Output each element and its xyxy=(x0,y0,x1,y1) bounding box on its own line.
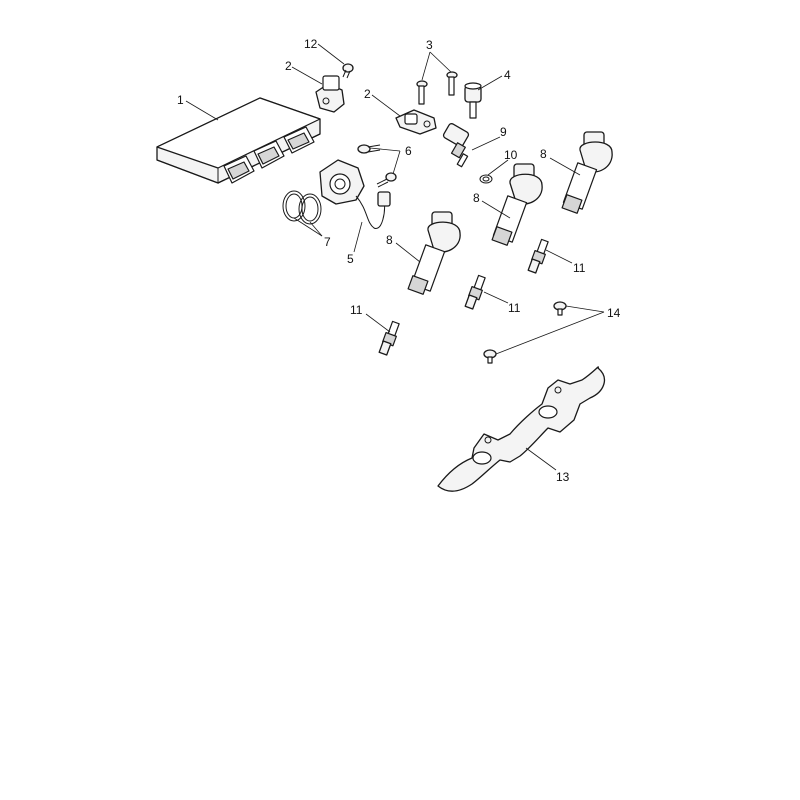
callout-13: 13 xyxy=(556,470,570,484)
o-rings-7 xyxy=(282,190,322,225)
spark-plug-11-left xyxy=(378,320,400,356)
callout-labels: 1 2 2 3 4 5 6 7 8 8 8 9 10 11 11 11 12 1… xyxy=(177,37,621,484)
screws-6 xyxy=(357,144,397,188)
callout-1: 1 xyxy=(177,93,184,107)
temperature-sensor-9 xyxy=(442,123,470,168)
callout-11-right: 11 xyxy=(573,261,586,275)
callout-12: 12 xyxy=(304,37,318,51)
callout-6: 6 xyxy=(405,144,412,158)
leader-lines xyxy=(185,43,605,471)
callout-8-left: 8 xyxy=(386,233,393,247)
screw-12 xyxy=(342,63,354,79)
sensor-2-upper xyxy=(315,75,345,113)
ignition-coil-8-right xyxy=(561,131,613,214)
callout-11-left: 11 xyxy=(350,303,363,317)
sensor-2-middle xyxy=(395,109,437,135)
callout-3: 3 xyxy=(426,38,433,52)
callout-7: 7 xyxy=(324,235,331,249)
callout-10: 10 xyxy=(504,148,518,162)
callout-8-right: 8 xyxy=(540,147,547,161)
spark-plug-11-middle xyxy=(464,274,486,310)
callout-5: 5 xyxy=(347,252,354,266)
callout-14: 14 xyxy=(607,306,621,320)
callout-9: 9 xyxy=(500,125,507,139)
throttle-position-sensor-5 xyxy=(319,159,391,229)
coil-bracket-13 xyxy=(437,366,606,492)
callout-2-upper: 2 xyxy=(285,59,292,73)
ignition-coil-8-middle xyxy=(491,163,543,246)
callout-2-middle: 2 xyxy=(364,87,371,101)
bolts-3 xyxy=(416,71,458,105)
ecu-module xyxy=(156,97,321,184)
washer-10 xyxy=(479,174,493,184)
callout-11-middle: 11 xyxy=(508,301,521,315)
fixings-14 xyxy=(483,301,567,364)
sensor-4 xyxy=(464,82,482,119)
spark-plug-11-right xyxy=(527,238,549,274)
callout-4: 4 xyxy=(504,68,511,82)
ignition-coil-8-left xyxy=(407,211,461,295)
callout-8-middle: 8 xyxy=(473,191,480,205)
